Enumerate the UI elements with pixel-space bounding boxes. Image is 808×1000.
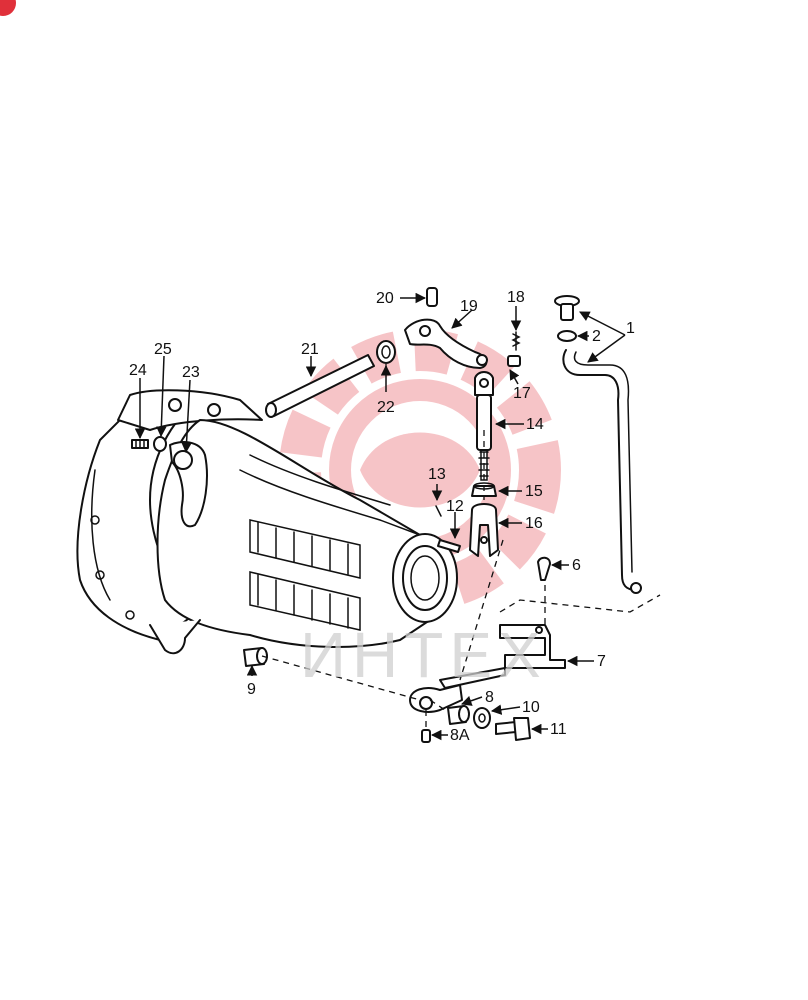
shaft-21 <box>265 354 375 418</box>
bracket-7 <box>439 624 566 689</box>
pin-12 <box>437 539 461 553</box>
label-12: 12 <box>446 498 464 515</box>
seal-22 <box>376 340 396 364</box>
label-11: 11 <box>550 721 567 738</box>
transmission-housing <box>76 389 458 655</box>
label-24: 24 <box>129 362 147 379</box>
bolt-11 <box>495 717 531 741</box>
label-20: 20 <box>376 290 394 307</box>
bolt-17 <box>507 355 521 367</box>
label-14: 14 <box>526 416 544 433</box>
label-23: 23 <box>182 364 200 381</box>
label-19: 19 <box>460 298 478 315</box>
label-22: 22 <box>377 399 395 416</box>
washer-10 <box>473 707 491 729</box>
bolt-6 <box>537 556 551 581</box>
label-17: 17 <box>513 385 531 402</box>
label-8: 8 <box>485 689 494 706</box>
label-21: 21 <box>301 341 319 358</box>
label-1: 1 <box>626 320 635 337</box>
label-6: 6 <box>572 557 581 574</box>
bushing-9 <box>243 647 268 667</box>
label-2: 2 <box>592 328 601 345</box>
tube-1 <box>554 295 642 594</box>
label-18: 18 <box>507 289 525 306</box>
label-25: 25 <box>154 341 172 358</box>
bolt-24 <box>131 439 149 449</box>
pin-13 <box>435 505 442 517</box>
callouts: 1 2 6 7 8 8A 9 10 11 12 13 14 15 <box>129 289 635 744</box>
label-15: 15 <box>525 483 543 500</box>
clevis-16 <box>469 503 499 557</box>
label-8a: 8A <box>450 727 470 744</box>
label-10: 10 <box>522 699 540 716</box>
label-16: 16 <box>525 515 543 532</box>
assembly-lines <box>261 364 661 730</box>
washer-25 <box>153 436 167 452</box>
corner-badge <box>0 0 16 16</box>
pin-18 <box>511 331 521 351</box>
label-9: 9 <box>247 681 256 698</box>
link-8 <box>409 684 463 713</box>
label-13: 13 <box>428 466 446 483</box>
watermark-text: ИНТЕХ <box>300 619 547 691</box>
lever-19 <box>404 318 488 369</box>
pin-20 <box>426 287 438 307</box>
bushing-8-small <box>447 705 470 725</box>
fitting-8a <box>421 729 431 743</box>
label-7: 7 <box>597 653 606 670</box>
